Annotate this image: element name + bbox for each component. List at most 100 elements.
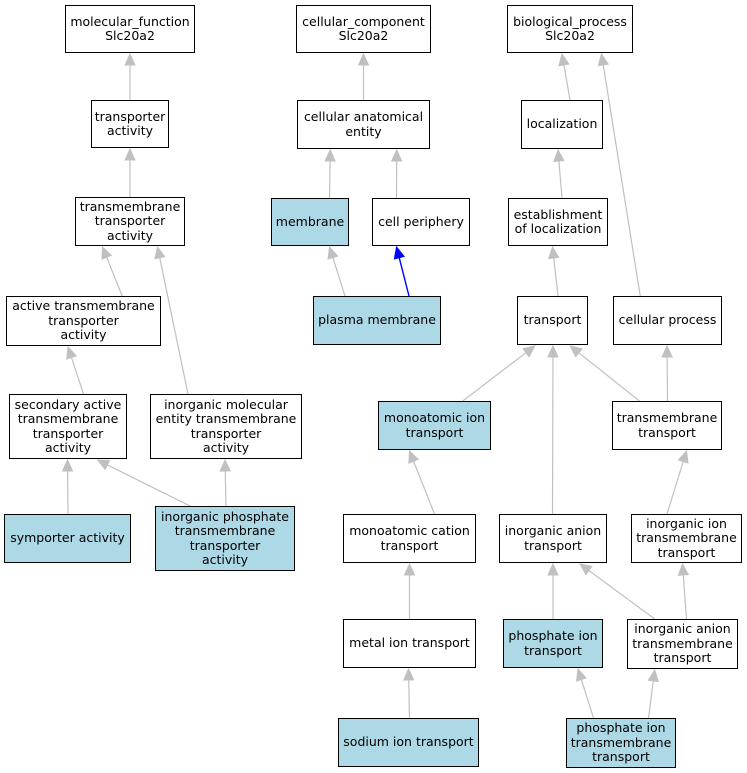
- edge-monoatomic_ion_transport-to-transport: [462, 345, 536, 402]
- arrowhead: [677, 562, 690, 576]
- node-secondary-active-tm-transporter-activity[interactable]: secondary active transmembrane transport…: [9, 394, 127, 459]
- edge-plasma_membrane-to-cell_periphery: [393, 245, 410, 297]
- arrowhead: [61, 458, 74, 472]
- edge-line: [563, 64, 571, 101]
- node-membrane[interactable]: membrane: [271, 198, 349, 246]
- edge-inorganic_molecular_entity_tm_transporter_activity-to-tm_transporter_activity: [154, 245, 189, 395]
- node-tm-transporter-activity[interactable]: transmembrane transporter activity: [75, 197, 185, 246]
- edge-transporter_activity-to-mf_root: [124, 52, 136, 100]
- arrowhead: [677, 449, 689, 464]
- edge-transport-to-establishment_of_localization: [548, 245, 560, 297]
- edge-cell_periphery-to-cellular_anatomical_entity: [390, 148, 403, 199]
- edge-line: [224, 470, 227, 507]
- edge-line: [553, 257, 559, 297]
- edge-line: [666, 461, 684, 515]
- arrowhead: [548, 245, 560, 260]
- edge-transmembrane_transport-to-cellular_process: [661, 344, 673, 402]
- edge-cellular_anatomical_entity-to-cc_root: [357, 52, 370, 100]
- edge-line: [602, 64, 641, 297]
- edge-inorganic_anion_tm_transport-to-inorganic_anion_transport: [579, 563, 656, 620]
- edge-phosphate_ion_tm_transport-to-phosphate_ion_transport: [575, 667, 595, 719]
- edge-membrane-to-cellular_anatomical_entity: [324, 148, 336, 199]
- arrowhead: [547, 344, 559, 358]
- arrowhead: [393, 245, 405, 260]
- edge-symporter_activity-to-secondary_active_tm_transporter_activity: [61, 458, 74, 515]
- edge-line: [70, 357, 85, 395]
- arrowhead: [522, 345, 536, 358]
- node-transmembrane-transport[interactable]: transmembrane transport: [612, 401, 722, 450]
- node-inorganic-anion-transport[interactable]: inorganic anion transport: [499, 514, 607, 563]
- node-phosphate-ion-transport[interactable]: phosphate ion transport: [503, 619, 603, 668]
- node-transporter-activity[interactable]: transporter activity: [91, 100, 169, 148]
- node-monoatomic-ion-transport[interactable]: monoatomic ion transport: [378, 401, 491, 450]
- arrowhead: [569, 345, 583, 358]
- edge-localization-to-bp_root: [558, 52, 571, 101]
- edge-monoatomic_cation_transport-to-monoatomic_ion_transport: [408, 449, 436, 515]
- node-localization[interactable]: localization: [521, 100, 603, 149]
- arrowhead: [390, 148, 403, 162]
- node-inorganic-ion-tm-transport[interactable]: inorganic ion transmembrane transport: [631, 514, 742, 563]
- node-symporter-activity[interactable]: symporter activity: [4, 514, 131, 563]
- edge-inorganic_anion_transport-to-transport: [547, 344, 559, 515]
- node-transport[interactable]: transport: [517, 296, 588, 345]
- edge-inorganic_anion_tm_transport-to-inorganic_ion_tm_transport: [677, 562, 690, 620]
- node-sodium-ion-transport[interactable]: sodium ion transport: [338, 718, 479, 767]
- node-mf-root[interactable]: molecular_function Slc20a2: [65, 5, 195, 53]
- node-cellular-process[interactable]: cellular process: [613, 296, 722, 345]
- arrowhead: [101, 245, 113, 260]
- edge-sodium_ion_transport-to-metal_ion_transport: [402, 667, 415, 719]
- arrowhead: [597, 52, 610, 67]
- node-metal-ion-transport[interactable]: metal ion transport: [343, 619, 476, 668]
- node-active-tm-transporter-activity[interactable]: active transmembrane transporter activit…: [6, 296, 161, 346]
- edge-secondary_active_tm_transporter_activity-to-active_tm_transporter_activity: [66, 345, 85, 395]
- node-inorganic-phosphate-tm-transporter-activity[interactable]: inorganic phosphate transmembrane transp…: [155, 506, 295, 571]
- arrowhead: [124, 52, 136, 66]
- arrowhead: [403, 562, 416, 576]
- edge-inorganic_phosphate_tm_transporter_activity-to-inorganic_molecular_entity_tm_transporter_activity: [219, 458, 232, 507]
- node-inorganic-molecular-entity-tm-transporter-activity[interactable]: inorganic molecular entity transmembrane…: [150, 394, 302, 459]
- edge-line: [107, 464, 191, 507]
- node-establishment-of-localization[interactable]: establishment of localization: [508, 198, 608, 246]
- edge-line: [408, 679, 411, 719]
- node-cc-root[interactable]: cellular_component Slc20a2: [296, 5, 431, 53]
- edge-line: [647, 680, 654, 719]
- node-inorganic-anion-tm-transport[interactable]: inorganic anion transmembrane transport: [627, 619, 738, 669]
- edge-line: [332, 257, 346, 297]
- arrowhead: [647, 668, 659, 683]
- node-cell-periphery[interactable]: cell periphery: [372, 198, 470, 246]
- edge-line: [159, 257, 189, 395]
- arrowhead: [575, 667, 587, 682]
- node-phosphate-ion-tm-transport[interactable]: phosphate ion transmembrane transport: [566, 718, 676, 768]
- arrowhead: [219, 458, 232, 472]
- edge-phosphate_ion_tm_transport-to-inorganic_anion_tm_transport: [647, 668, 659, 719]
- edge-active_tm_transporter_activity-to-tm_transporter_activity: [101, 245, 123, 297]
- arrowhead: [553, 148, 565, 162]
- edge-line: [462, 352, 527, 402]
- edge-line: [412, 461, 436, 515]
- edge-phosphate_ion_transport-to-inorganic_anion_transport: [547, 562, 559, 619]
- arrowhead: [558, 52, 570, 67]
- arrowhead: [324, 148, 336, 162]
- arrowhead: [661, 344, 673, 358]
- edge-plasma_membrane-to-membrane: [327, 245, 346, 297]
- arrowhead: [66, 345, 78, 360]
- arrowhead: [96, 459, 111, 471]
- edge-line: [328, 160, 331, 199]
- arrowhead: [154, 245, 166, 260]
- node-plasma-membrane[interactable]: plasma membrane: [313, 296, 441, 345]
- node-monoatomic-cation-transport[interactable]: monoatomic cation transport: [343, 514, 476, 563]
- node-bp-root[interactable]: biological_process Slc20a2: [507, 5, 633, 53]
- edge-line: [398, 257, 410, 297]
- arrowhead: [357, 52, 370, 66]
- arrowhead: [402, 667, 415, 681]
- node-cellular-anatomical-entity[interactable]: cellular anatomical entity: [297, 100, 430, 149]
- edge-line: [580, 679, 595, 719]
- edge-transmembrane_transport-to-transport: [569, 345, 640, 402]
- arrowhead: [124, 147, 136, 161]
- arrowhead: [547, 562, 559, 576]
- edge-establishment_of_localization-to-localization: [553, 148, 565, 199]
- edge-line: [106, 256, 123, 297]
- edge-inorganic_ion_tm_transport-to-transmembrane_transport: [666, 449, 689, 515]
